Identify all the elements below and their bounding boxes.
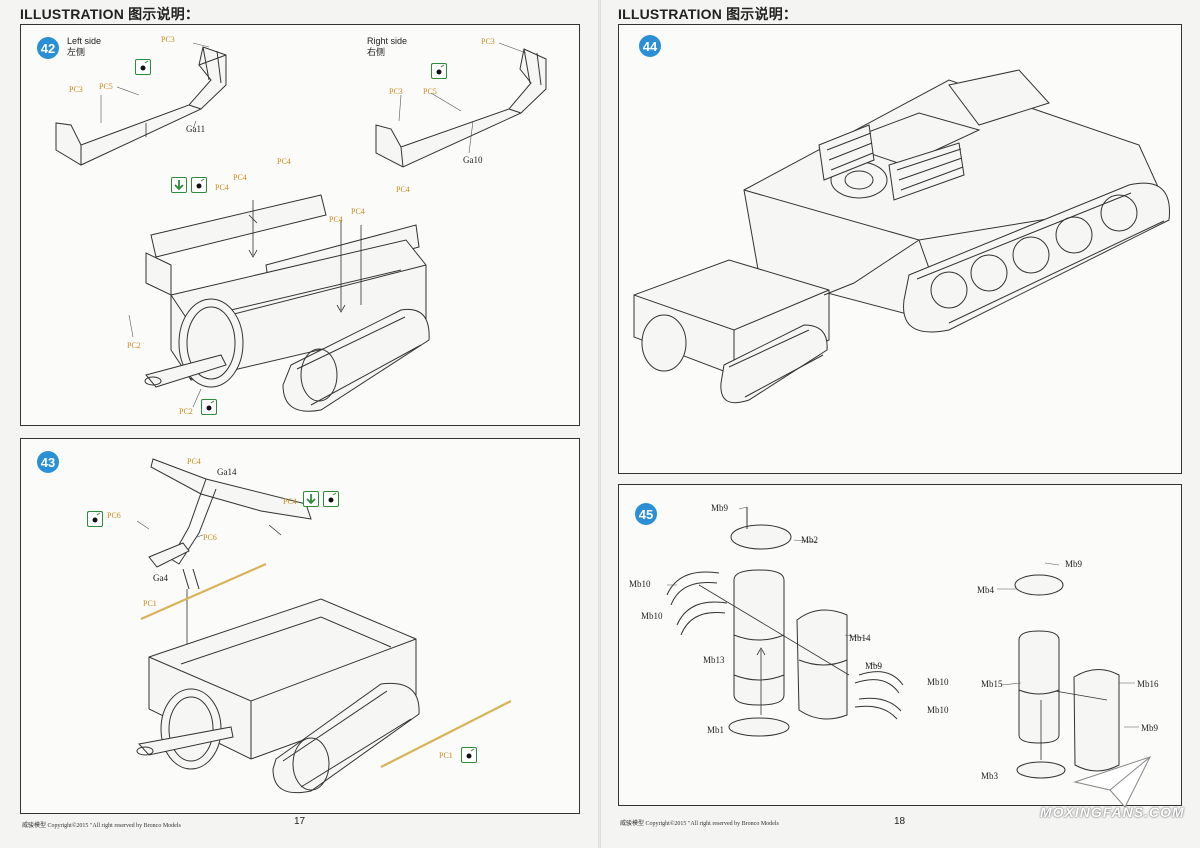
- glue-drop-icon: [87, 511, 103, 527]
- left-side-en: Left side: [67, 36, 102, 46]
- part-label: Mb15: [981, 679, 1003, 689]
- part-label: Mb14: [849, 633, 871, 643]
- pc-label: PC6: [203, 533, 217, 542]
- page-number: 17: [294, 816, 306, 827]
- part-label: Ga14: [217, 467, 237, 477]
- part-label: Mb2: [801, 535, 819, 545]
- part-label: Mb10: [641, 611, 663, 621]
- part-label: Mb1: [707, 725, 725, 735]
- glue-drop-icon: [461, 747, 477, 763]
- pc-label: PC1: [143, 599, 157, 608]
- flip-arrow-icon: [303, 491, 319, 507]
- pc-label: PC3: [161, 35, 175, 44]
- part-label: Mb9: [711, 503, 729, 513]
- page-header-right: ILLUSTRATION 图示说明：: [618, 6, 798, 22]
- copyright-footer: 威骏模型 Copyright©2015 "All right reserved …: [22, 823, 181, 829]
- pc-label: PC4: [233, 173, 247, 182]
- page-17: ILLUSTRATION 图示说明： 42 Left side 左侧 Right…: [0, 0, 598, 848]
- part-label: Ga4: [153, 573, 168, 583]
- part-label: Ga10: [463, 155, 483, 165]
- step-45-panel: 45: [618, 484, 1182, 806]
- pc-label: PC4: [215, 183, 229, 192]
- pc-label: PC5: [99, 82, 113, 91]
- step-42-drawing: [55, 42, 547, 412]
- pc-label: PC4: [277, 157, 291, 166]
- pc-label: PC4: [283, 497, 297, 506]
- left-fender-part: [55, 46, 227, 166]
- part-label: Mb4: [977, 585, 995, 595]
- pc-label: PC3: [389, 87, 403, 96]
- pc-label: PC5: [423, 87, 437, 96]
- watermark-text: MOXINGFANS.COM: [1040, 804, 1185, 820]
- flip-arrow-icon: [171, 177, 187, 193]
- part-label: Mb13: [703, 655, 725, 665]
- page-number: 18: [894, 816, 906, 827]
- step-number-badge: 45: [635, 503, 657, 525]
- glue-drop-icon: [191, 177, 207, 193]
- pc-label: PC4: [329, 215, 343, 224]
- trailer-assembly-43: [136, 598, 420, 794]
- pc-label: PC4: [187, 457, 201, 466]
- page-header-left: ILLUSTRATION 图示说明：: [20, 6, 200, 22]
- page-fold: [598, 0, 601, 848]
- pc-label: PC3: [69, 85, 83, 94]
- part-label: Mb10: [927, 705, 949, 715]
- pc-label: PC3: [481, 37, 495, 46]
- part-label: Ga11: [186, 124, 206, 134]
- part-label: Mb9: [1065, 559, 1083, 569]
- step-number-badge: 42: [37, 37, 59, 59]
- part-label: Mb10: [629, 579, 651, 589]
- part-label: Mb3: [981, 771, 999, 781]
- drum-assembly-left: [666, 506, 904, 737]
- part-label: Mb9: [865, 661, 883, 671]
- paper-plane-logo-icon: [1073, 756, 1151, 808]
- step-43-panel: 43: [20, 438, 580, 814]
- left-side-caption: Left side 左侧: [67, 36, 101, 58]
- right-side-en: Right side: [367, 36, 408, 46]
- glue-drop-icon: [201, 399, 217, 415]
- pc-label: PC2: [127, 341, 141, 350]
- copyright-footer: 威骏模型 Copyright©2015 "All right reserved …: [620, 821, 779, 827]
- step-45-drawing: [666, 506, 1139, 779]
- glue-drop-icon: [135, 59, 151, 75]
- part-label: Mb16: [1137, 679, 1159, 689]
- vehicle-with-trailer: [633, 69, 1170, 404]
- left-side-cn: 左侧: [67, 47, 86, 57]
- drum-assembly-right: [997, 562, 1139, 779]
- trailer-assembly-42: [144, 194, 430, 412]
- part-label: Mb9: [1141, 723, 1159, 733]
- part-label: Mb10: [927, 677, 949, 687]
- step-44-drawing: [633, 69, 1170, 404]
- step-number-badge: 44: [639, 35, 661, 57]
- pc-label: PC4: [351, 207, 365, 216]
- step-number-badge: 43: [37, 451, 59, 473]
- pc-label: PC2: [179, 407, 193, 416]
- glue-drop-icon: [431, 63, 447, 79]
- right-side-cn: 右侧: [367, 47, 386, 57]
- step-44-panel: 44: [618, 24, 1182, 474]
- pc-label: PC6: [107, 511, 121, 520]
- step-43-drawing: [136, 458, 512, 794]
- glue-drop-icon: [323, 491, 339, 507]
- page-18: ILLUSTRATION 图示说明： 44: [600, 0, 1200, 848]
- pc-label: PC1: [439, 751, 453, 760]
- step-42-panel: 42 Left side 左侧 Right side 右侧: [20, 24, 580, 426]
- right-fender-part: [375, 48, 547, 168]
- pc-label: PC4: [396, 185, 410, 194]
- right-side-caption: Right side 右侧: [367, 36, 407, 58]
